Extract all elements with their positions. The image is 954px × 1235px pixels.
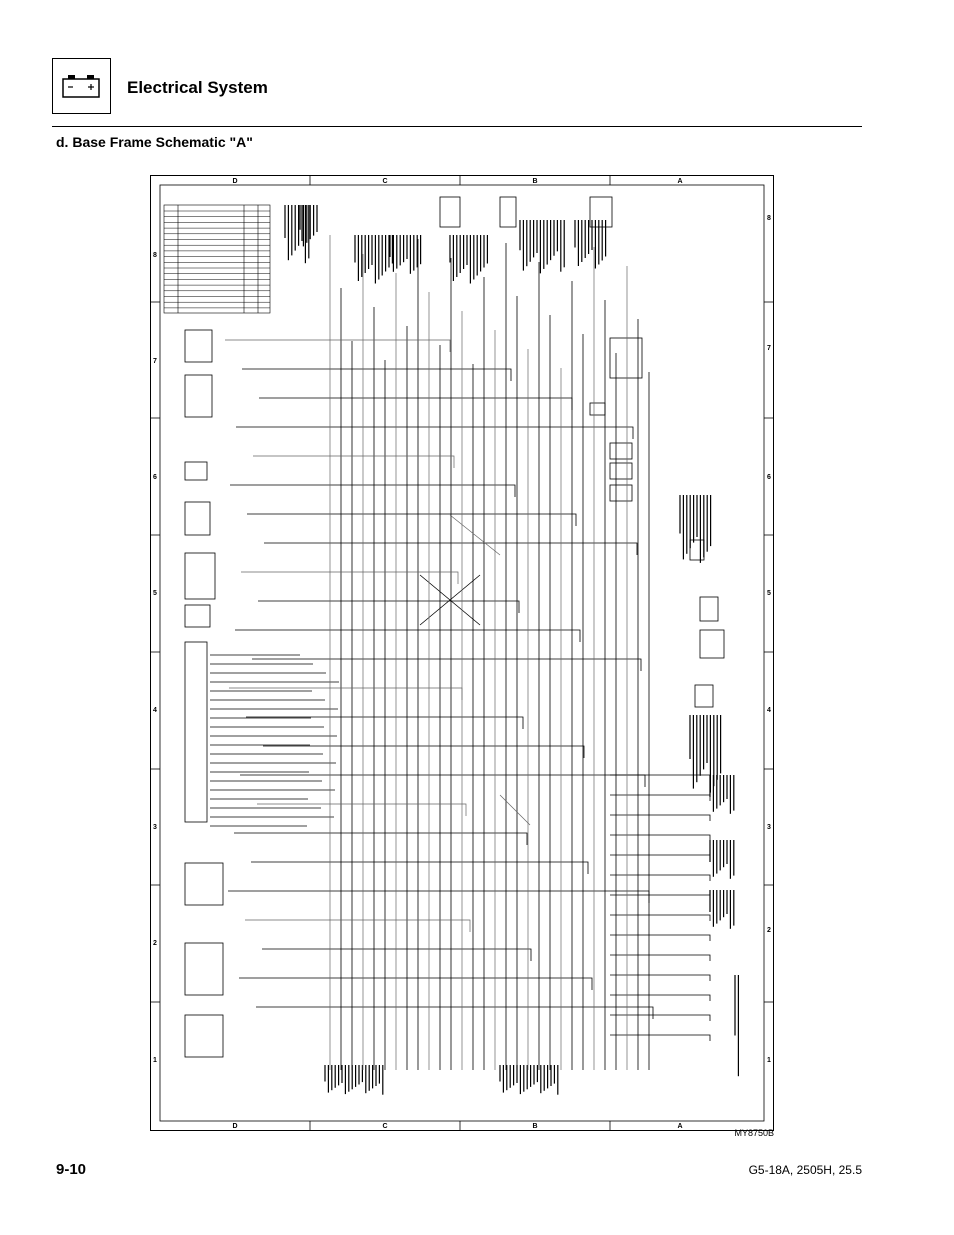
section-title: Electrical System [127,78,268,97]
zone-label-bottom-b: B [532,1123,537,1130]
zone-label-left-6: 6 [153,474,157,481]
zone-label-left-2: 2 [153,940,157,947]
zone-label-top-a: A [677,178,682,185]
zone-label-right-5: 5 [767,590,771,597]
zone-label-bottom-a: A [677,1123,682,1130]
figure-id: MY8750B [734,1128,774,1138]
fuse-table [163,204,271,314]
zone-label-left-3: 3 [153,824,157,831]
zone-label-top-d: D [232,178,237,185]
header-divider [52,126,862,127]
zone-label-right-3: 3 [767,824,771,831]
subsection-title: d. Base Frame Schematic "A" [56,134,253,150]
zone-label-top-b: B [532,178,537,185]
zone-label-left-5: 5 [153,590,157,597]
zone-label-left-4: 4 [153,707,157,714]
document-reference: G5-18A, 2505H, 25.5 [748,1163,862,1177]
zone-label-right-6: 6 [767,474,771,481]
zone-label-left-1: 1 [153,1057,157,1064]
zone-label-bottom-d: D [232,1123,237,1130]
zone-label-right-7: 7 [767,345,771,352]
zone-label-left-8: 8 [153,252,157,259]
zone-label-left-7: 7 [153,358,157,365]
page-number: 9-10 [56,1161,87,1178]
wiring-network [210,239,711,1070]
zone-label-right-4: 4 [767,707,771,714]
zone-label-bottom-c: C [382,1123,387,1130]
right-components [439,196,725,708]
battery-icon [52,58,111,114]
zone-label-right-8: 8 [767,215,771,222]
schematic-diagram: D C B A D C B A 8 7 6 5 4 3 2 1 8 7 6 5 … [150,175,774,1131]
zone-label-top-c: C [382,178,387,185]
left-components [184,329,224,1058]
zone-label-right-1: 1 [767,1057,771,1064]
zone-label-right-2: 2 [767,927,771,934]
